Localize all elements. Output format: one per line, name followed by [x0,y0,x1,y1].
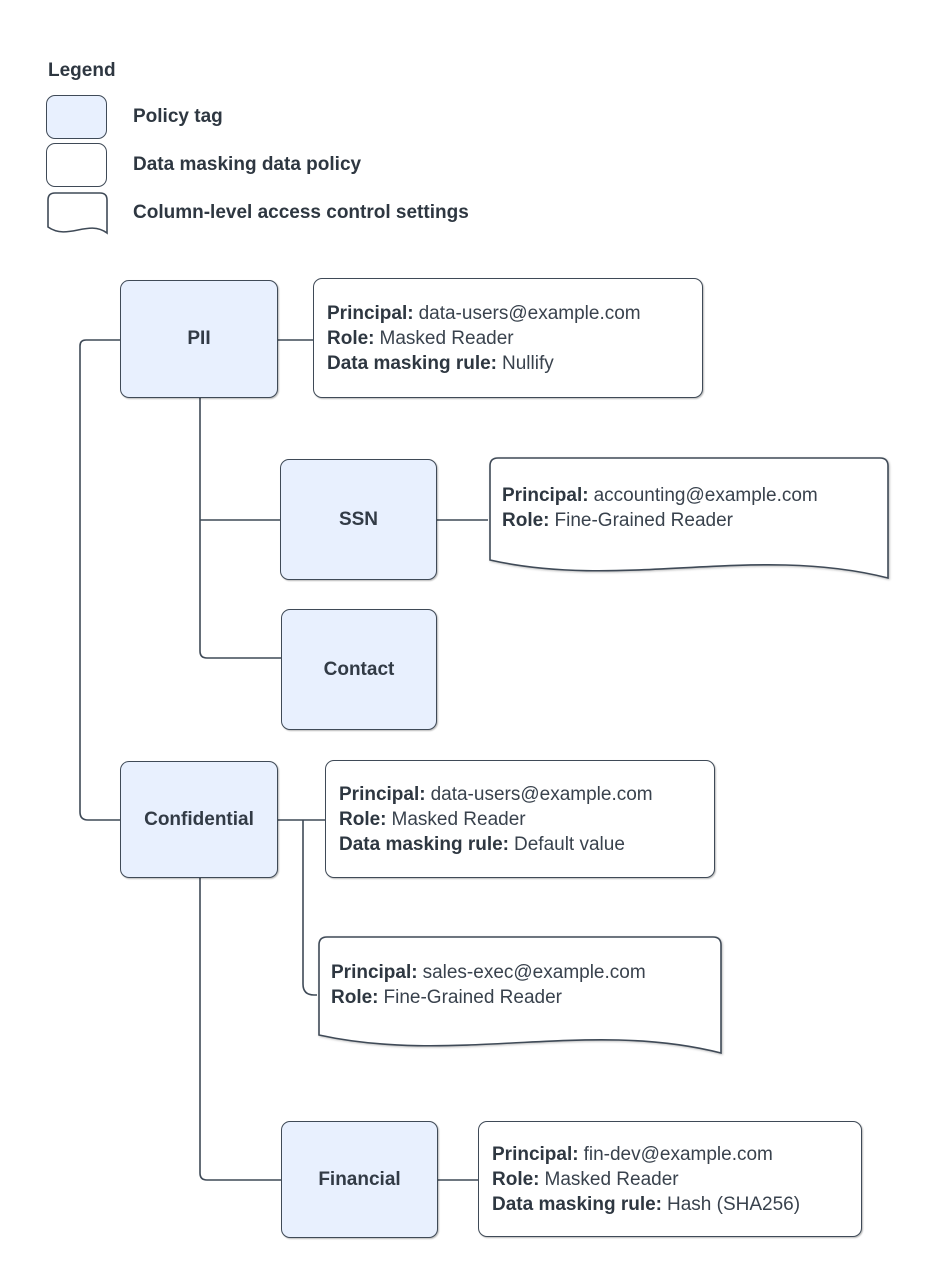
field-label-rule: Data masking rule: [492,1193,662,1215]
field-label-role: Role: [492,1168,540,1190]
field-label-rule: Data masking rule: [327,352,497,374]
field-value-role: Masked Reader [544,1168,679,1190]
field-label-principal: Principal: [331,962,418,983]
legend-label-access-settings: Column-level access control settings [133,202,469,223]
field-value-rule: Nullify [502,352,554,374]
field-label-principal: Principal: [492,1143,579,1165]
legend-title: Legend [48,60,116,81]
policy-tag-financial: Financial [281,1121,438,1238]
field-value-role: Masked Reader [379,327,514,349]
field-value-principal: fin-dev@example.com [583,1143,773,1165]
policy-tag-label: Contact [323,658,395,680]
policy-tag-contact: Contact [281,609,437,730]
access-settings-ssn: Principal:accounting@example.com Role:Fi… [488,456,892,586]
field-label-role: Role: [339,808,387,830]
policy-field-role: Role:Masked Reader [327,326,702,351]
policy-tag-label: SSN [338,508,379,530]
policy-field-role: Role:Masked Reader [339,807,714,832]
field-value-principal: sales-exec@example.com [422,962,646,983]
policy-tag-label: Confidential [144,808,254,830]
policy-field-role: Role:Masked Reader [492,1167,861,1192]
field-value-principal: data-users@example.com [430,783,653,805]
field-value-rule: Default value [514,833,625,855]
field-label-principal: Principal: [502,485,589,506]
data-policy-confidential: Principal:data-users@example.com Role:Ma… [325,760,715,878]
field-label-rule: Data masking rule: [339,833,509,855]
document-shape [489,457,889,580]
field-value-principal: accounting@example.com [593,485,818,506]
policy-field-principal: Principal:sales-exec@example.com [331,960,646,985]
policy-field-role: Role:Fine-Grained Reader [331,985,646,1010]
policy-field-principal: Principal:data-users@example.com [339,782,714,807]
field-value-principal: data-users@example.com [418,302,641,324]
access-settings-text: Principal:sales-exec@example.com Role:Fi… [331,935,646,1035]
policy-tag-label: Financial [318,1168,401,1190]
connector-confidential-to-financial [199,878,281,1181]
connector-pii-to-confidential [79,339,121,821]
connector-pii-to-contact [199,398,281,659]
policy-field-principal: Principal:fin-dev@example.com [492,1142,861,1167]
field-label-role: Role: [327,327,375,349]
field-label-principal: Principal: [327,302,414,324]
policy-tag-pii: PII [120,280,278,398]
policy-tag-confidential: Confidential [120,761,278,878]
field-value-role: Masked Reader [391,808,526,830]
field-value-rule: Hash (SHA256) [667,1193,801,1215]
policy-tag-swatch [46,95,107,139]
access-settings-confidential: Principal:sales-exec@example.com Role:Fi… [317,935,725,1061]
policy-field-rule: Data masking rule:Nullify [327,351,702,376]
field-value-role: Fine-Grained Reader [383,987,562,1008]
connector-confidential-to-access-settings [302,820,317,996]
policy-field-rule: Data masking rule:Default value [339,832,714,857]
document-shape [318,936,722,1055]
data-policy-financial: Principal:fin-dev@example.com Role:Maske… [478,1121,862,1237]
access-settings-text: Principal:accounting@example.com Role:Fi… [502,456,818,560]
field-label-role: Role: [331,987,379,1008]
policy-field-principal: Principal:accounting@example.com [502,483,818,508]
policy-field-principal: Principal:data-users@example.com [327,301,702,326]
legend-label-data-policy: Data masking data policy [133,154,362,175]
policy-field-role: Role:Fine-Grained Reader [502,508,818,533]
field-value-role: Fine-Grained Reader [554,510,733,531]
policy-tag-label: PII [187,328,211,349]
policy-field-rule: Data masking rule:Hash (SHA256) [492,1192,861,1217]
data-policy-swatch [46,143,107,187]
field-label-role: Role: [502,510,550,531]
policy-tag-ssn: SSN [280,459,437,580]
data-policy-pii: Principal:data-users@example.com Role:Ma… [313,278,703,398]
legend-label-policy-tag: Policy tag [133,106,223,127]
field-label-principal: Principal: [339,783,426,805]
document-swatch [47,192,108,235]
